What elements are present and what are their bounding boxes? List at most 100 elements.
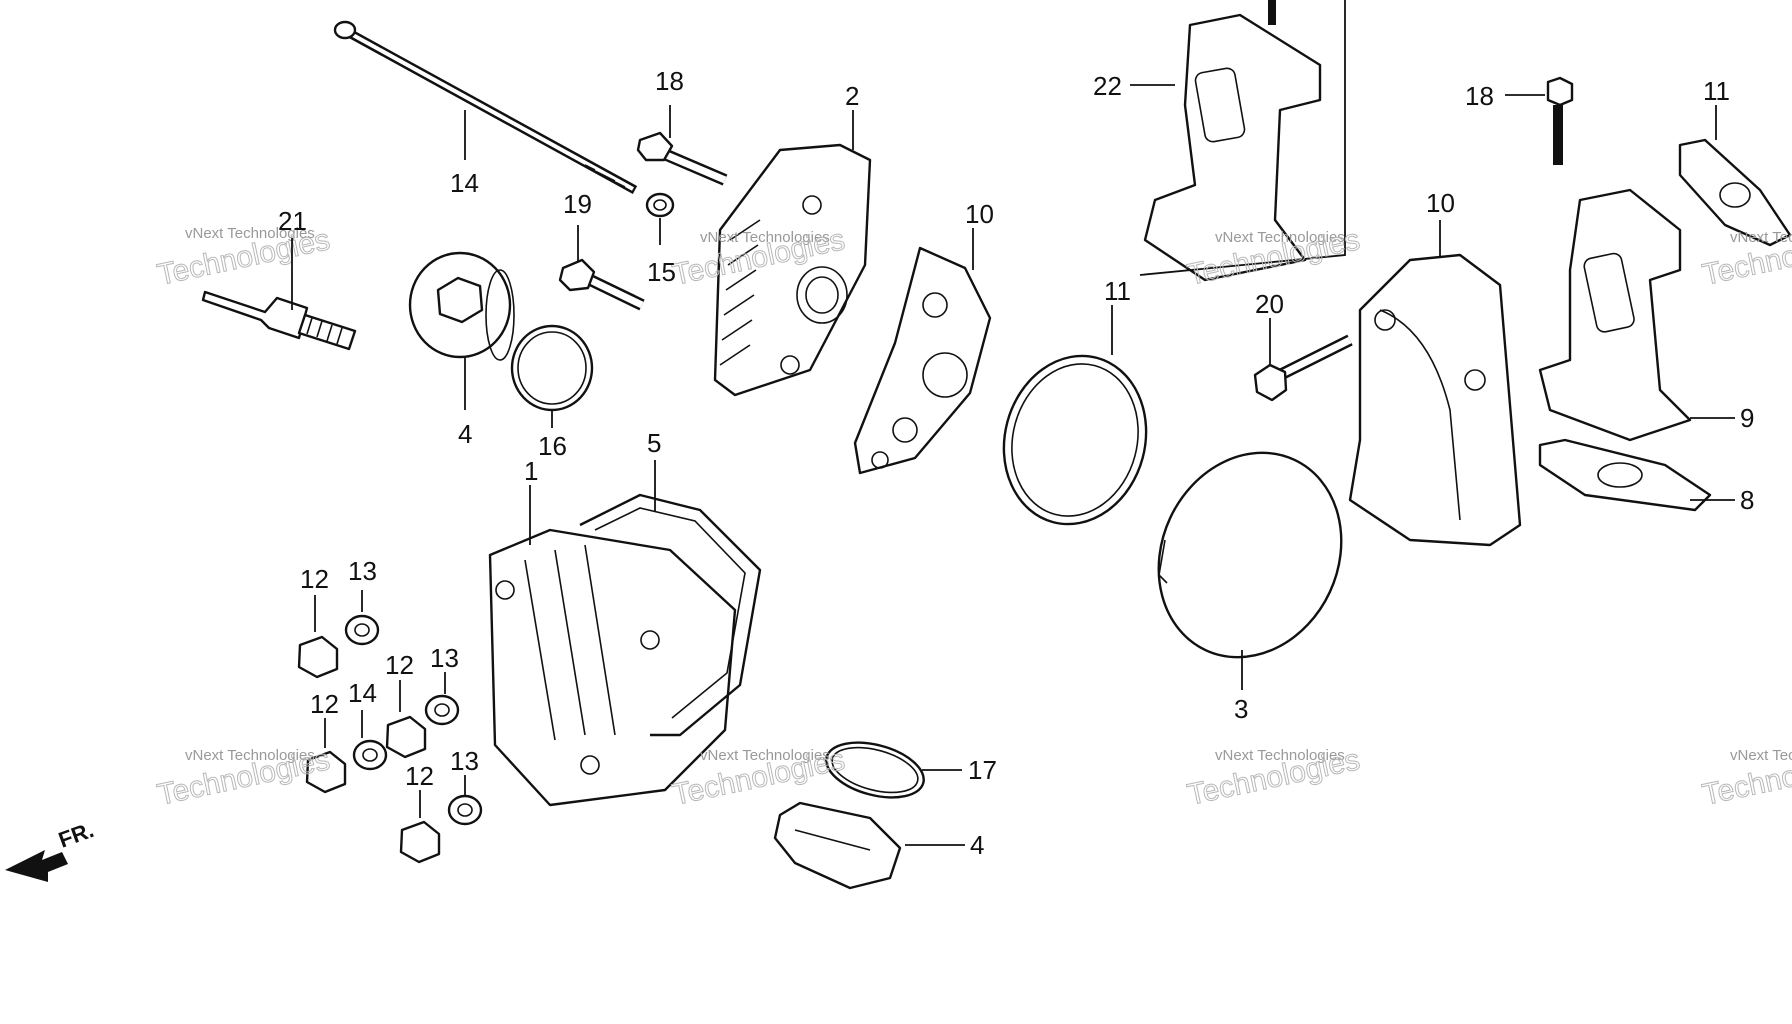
part-intake-pipe-9 bbox=[1538, 188, 1692, 442]
part-cap-nut-12a bbox=[297, 635, 339, 679]
callouts: 14 18 19 15 21 2 10 11 4 16 1 5 22 18 11… bbox=[278, 66, 1754, 860]
callout-6: 10 bbox=[965, 199, 994, 270]
part-intake-housing bbox=[1348, 253, 1522, 547]
callout-15: 15 bbox=[647, 218, 676, 287]
part-cap-nut-12d bbox=[399, 820, 441, 864]
part-cylinder-head bbox=[488, 528, 737, 807]
bracket-line-22 bbox=[1139, 0, 1346, 276]
part-intake-pipe-22 bbox=[1143, 0, 1322, 282]
part-cap-nut-12b bbox=[385, 715, 427, 759]
callout-18b: 19 bbox=[563, 189, 592, 262]
part-gasket-5 bbox=[579, 493, 762, 737]
callout-11: 11 bbox=[1703, 76, 1730, 140]
part-cap-nut-12c bbox=[305, 750, 347, 794]
svg-text:vNext Technologies: vNext Technologies bbox=[1215, 229, 1345, 246]
svg-text:11: 11 bbox=[1104, 276, 1131, 306]
callout-5: 5 bbox=[647, 428, 661, 512]
svg-text:2: 2 bbox=[845, 81, 859, 111]
svg-text:4: 4 bbox=[970, 830, 984, 860]
svg-text:20: 20 bbox=[1255, 289, 1284, 319]
callout-13b: 13 bbox=[430, 643, 459, 694]
callout-21: 21 bbox=[278, 206, 307, 310]
svg-text:8: 8 bbox=[1740, 485, 1754, 515]
svg-text:10: 10 bbox=[965, 199, 994, 229]
callout-2: 2 bbox=[845, 81, 859, 150]
part-o-ring-16-upper bbox=[510, 324, 594, 412]
callout-16b: 17 bbox=[922, 755, 997, 785]
callout-17: 14 bbox=[450, 110, 479, 198]
svg-text:vNext Technologies: vNext Technologies bbox=[1730, 747, 1792, 764]
svg-text:vNext Technologies: vNext Technologies bbox=[1730, 229, 1792, 246]
part-finned-cover bbox=[713, 143, 872, 397]
callout-10: 10 bbox=[1426, 188, 1455, 258]
svg-text:4: 4 bbox=[458, 419, 472, 449]
svg-text:12: 12 bbox=[300, 564, 329, 594]
callout-20: 20 bbox=[1255, 289, 1284, 365]
svg-text:15: 15 bbox=[647, 257, 676, 287]
svg-text:13: 13 bbox=[450, 746, 479, 776]
part-flange-bolt-upper bbox=[636, 131, 728, 186]
callout-16a: 16 bbox=[538, 410, 567, 461]
callout-12b: 12 bbox=[385, 650, 414, 712]
part-large-o-ring bbox=[1002, 354, 1148, 526]
part-washer-13c bbox=[447, 794, 483, 826]
svg-text:9: 9 bbox=[1740, 403, 1754, 433]
part-bolt-19 bbox=[1546, 76, 1574, 165]
svg-text:vNext Technologies: vNext Technologies bbox=[185, 225, 315, 242]
callout-9: 9 bbox=[1690, 403, 1754, 433]
part-gasket-11 bbox=[1678, 138, 1792, 247]
callout-18a: 18 bbox=[655, 66, 684, 138]
part-washer-13a bbox=[344, 614, 380, 646]
part-long-stud-bolt bbox=[333, 20, 638, 194]
part-o-ring-16-lower bbox=[825, 741, 925, 799]
part-washer-14 bbox=[352, 739, 388, 771]
callout-14: 14 bbox=[348, 678, 377, 738]
callout-7: 11 bbox=[1104, 276, 1131, 355]
callout-19: 18 bbox=[1465, 81, 1545, 111]
svg-text:21: 21 bbox=[278, 206, 307, 236]
svg-text:18: 18 bbox=[1465, 81, 1494, 111]
callout-13a: 13 bbox=[348, 556, 377, 612]
svg-text:12: 12 bbox=[385, 650, 414, 680]
callout-8: 8 bbox=[1690, 485, 1754, 515]
part-washer-13b bbox=[424, 694, 460, 726]
callout-12a: 12 bbox=[300, 564, 329, 632]
svg-text:16: 16 bbox=[538, 431, 567, 461]
svg-text:13: 13 bbox=[348, 556, 377, 586]
svg-text:22: 22 bbox=[1093, 71, 1122, 101]
svg-text:5: 5 bbox=[647, 428, 661, 458]
callout-12c: 12 bbox=[310, 689, 339, 748]
part-gasket-6 bbox=[853, 246, 992, 475]
svg-text:13: 13 bbox=[430, 643, 459, 673]
svg-text:1: 1 bbox=[524, 456, 538, 486]
part-washer-15 bbox=[645, 192, 675, 218]
svg-text:3: 3 bbox=[1234, 694, 1248, 724]
part-gasket-8 bbox=[1538, 438, 1712, 512]
svg-text:11: 11 bbox=[1703, 76, 1730, 106]
callout-22: 22 bbox=[1093, 71, 1175, 101]
part-flange-bolt-lower bbox=[558, 258, 645, 311]
part-bolt-20 bbox=[1253, 334, 1353, 402]
front-direction-arrow: FR. bbox=[5, 817, 97, 882]
svg-text:12: 12 bbox=[405, 761, 434, 791]
svg-text:vNext Technologies: vNext Technologies bbox=[700, 229, 830, 246]
svg-text:19: 19 bbox=[563, 189, 592, 219]
svg-text:vNext Technologies: vNext Technologies bbox=[700, 747, 830, 764]
callout-3: 3 bbox=[1234, 650, 1248, 724]
part-plug-cap-upper bbox=[408, 251, 515, 361]
callout-4a: 4 bbox=[458, 358, 472, 449]
svg-text:vNext Technologies: vNext Technologies bbox=[185, 747, 315, 764]
svg-text:vNext Technologies: vNext Technologies bbox=[1215, 747, 1345, 764]
callout-13c: 13 bbox=[450, 746, 479, 795]
svg-text:14: 14 bbox=[450, 168, 479, 198]
front-marker-label: FR. bbox=[55, 817, 97, 853]
part-spark-plug bbox=[201, 290, 357, 351]
callout-1: 1 bbox=[524, 456, 538, 545]
part-plug-cap-lower bbox=[773, 801, 902, 890]
callout-4b: 4 bbox=[905, 830, 984, 860]
svg-text:18: 18 bbox=[655, 66, 684, 96]
part-round-cover bbox=[1157, 451, 1343, 659]
svg-text:10: 10 bbox=[1426, 188, 1455, 218]
svg-text:12: 12 bbox=[310, 689, 339, 719]
